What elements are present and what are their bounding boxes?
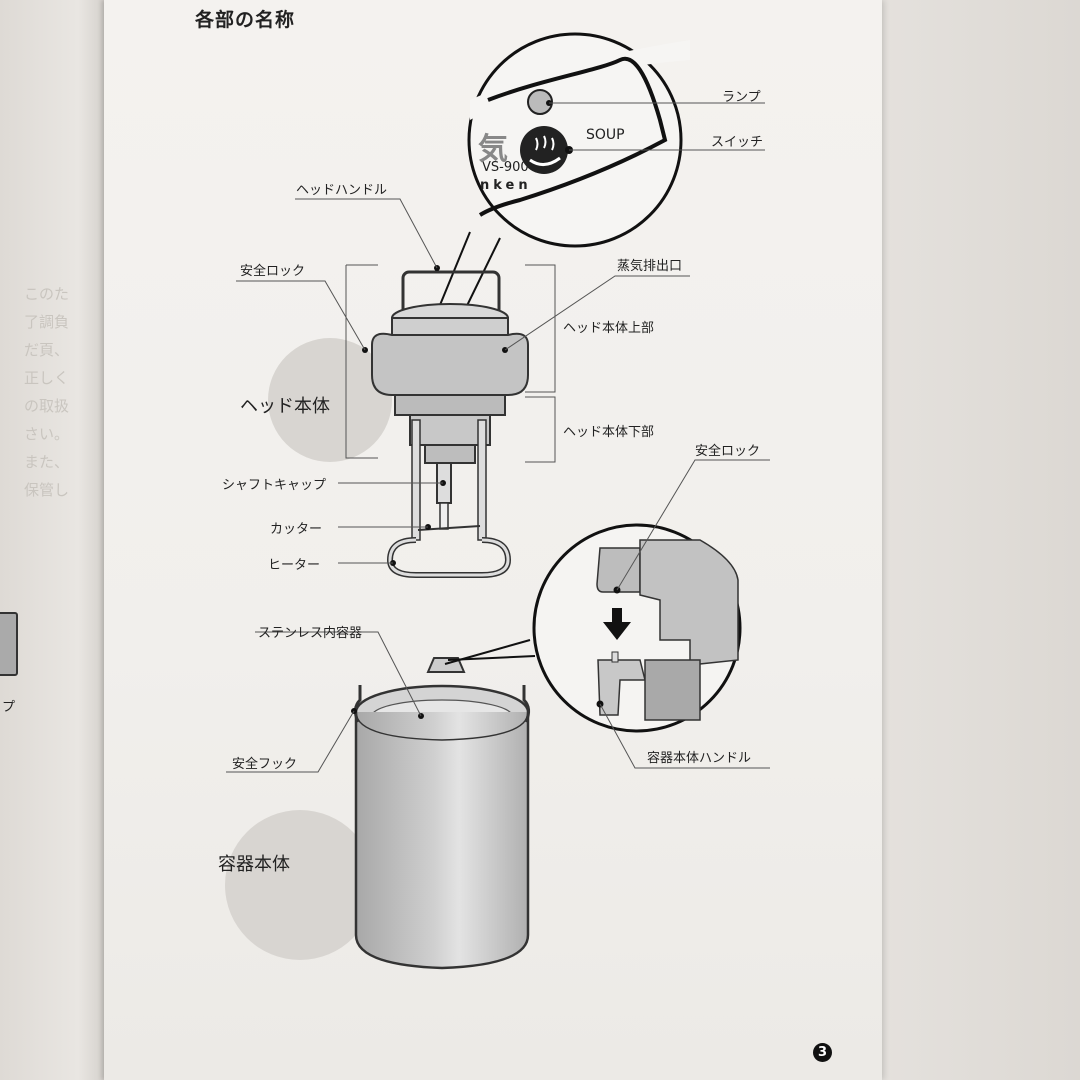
panel-brand-text: nken xyxy=(480,178,532,193)
ghost-text-line: 正しく xyxy=(24,369,70,387)
head-unit-drawing xyxy=(362,265,529,578)
ghost-text-line: さい。 xyxy=(24,425,70,443)
page-title: 各部の名称 xyxy=(195,9,296,31)
page-number-badge: 3 xyxy=(813,1043,832,1062)
label-safety-lock-detail: 安全ロック xyxy=(695,444,761,459)
container-drawing xyxy=(351,657,531,970)
label-container-handle: 容器本体ハンドル xyxy=(647,751,752,766)
panel-kanji-text: 気 xyxy=(478,132,508,167)
top-callout-circle xyxy=(439,32,690,321)
label-head-lower: ヘッド本体下部 xyxy=(563,425,655,440)
label-cutter: カッター xyxy=(270,522,323,537)
ghost-text-line: 保管し xyxy=(24,481,70,499)
lock-callout-circle xyxy=(532,523,742,733)
label-head-upper: ヘッド本体上部 xyxy=(563,321,655,336)
highlight-circle-head xyxy=(268,338,392,462)
label-safety-hook: 安全フック xyxy=(232,757,298,772)
label-inner-container: ステンレス内容器 xyxy=(258,626,363,641)
label-lamp: ランプ xyxy=(722,90,761,105)
ghost-text-line: だ頁、 xyxy=(24,341,70,359)
label-heater: ヒーター xyxy=(268,558,321,573)
ghost-text-line: 了調負 xyxy=(24,313,70,331)
highlight-circle-container xyxy=(225,810,375,960)
ghost-text-line: このた xyxy=(24,285,70,303)
left-illustration-fragment xyxy=(0,612,18,676)
label-container-body: 容器本体 xyxy=(218,854,290,875)
ghost-text-line: の取扱 xyxy=(24,397,70,415)
label-safety-lock-head: 安全ロック xyxy=(240,264,306,279)
label-switch: スイッチ xyxy=(711,135,764,150)
left-label-fragment: プ xyxy=(2,700,16,715)
label-head-handle: ヘッドハンドル xyxy=(296,183,388,198)
panel-soup-text: SOUP xyxy=(586,127,625,143)
panel-model-text: VS-900 xyxy=(482,160,529,175)
label-head-body: ヘッド本体 xyxy=(240,396,330,417)
label-steam-outlet: 蒸気排出口 xyxy=(617,259,683,274)
label-shaft-cap: シャフトキャップ xyxy=(222,478,327,493)
ghost-text-line: また、 xyxy=(24,453,70,471)
left-page: このた 了調負 だ頁、 正しく の取扱 さい。 また、 保管し プ xyxy=(0,0,112,1080)
